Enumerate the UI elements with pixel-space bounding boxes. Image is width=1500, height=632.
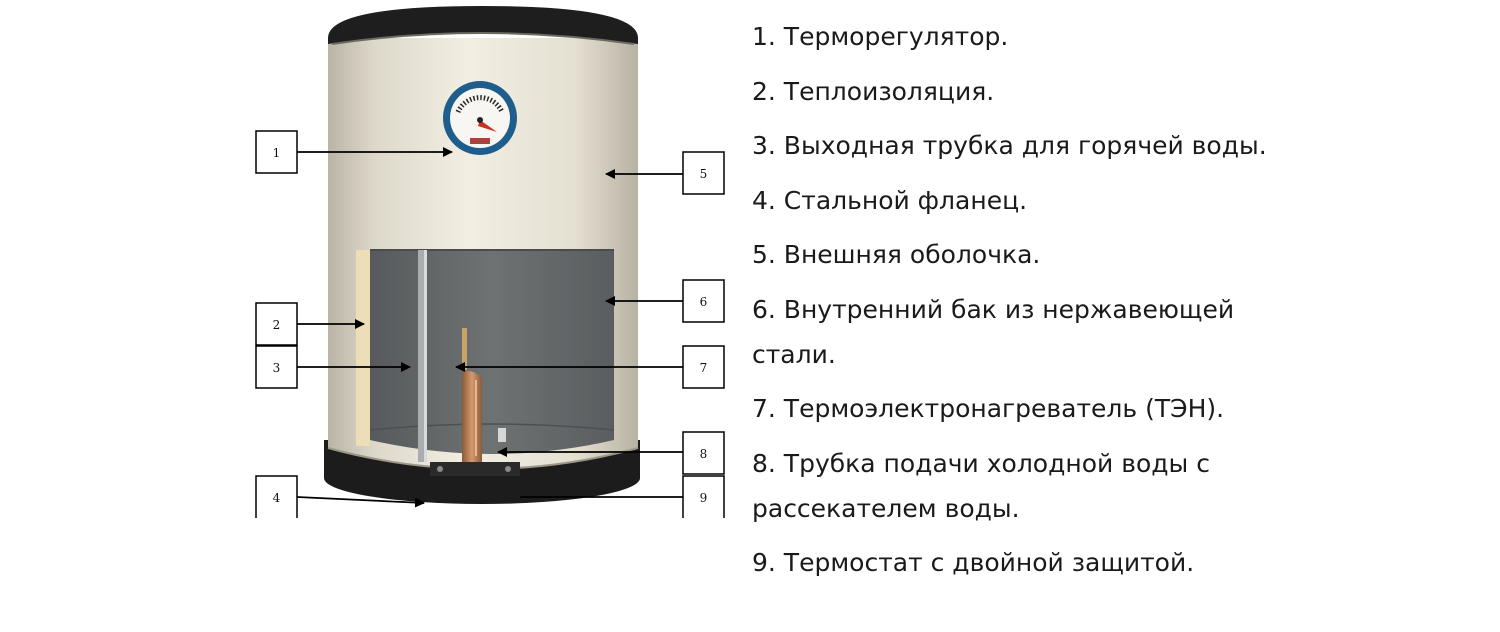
legend-item-5: 5. Внешняя оболочка. [752,240,1041,269]
svg-text:9: 9 [700,491,708,505]
hot-water-pipe [418,250,427,462]
top-rim [328,6,638,45]
inner-tank [369,249,615,454]
callout-box-4: 4 [255,475,298,518]
legend-item-4: 4. Стальной фланец. [752,185,1028,215]
svg-text:2: 2 [273,318,281,332]
svg-text:3: 3 [273,361,281,375]
legend-item-8: 8. Трубка подачи холодной воды с рассека… [752,448,1210,523]
legend-item-3: 3. Выходная трубка для горячей воды. [752,131,1267,160]
heating-element-icon [462,328,506,467]
legend-item-1: 1. Терморегулятор. [752,22,1009,51]
svg-text:4: 4 [273,491,281,505]
svg-text:1: 1 [273,146,281,160]
legend-item-9: 9. Термостат с двойной защитой. [752,548,1195,577]
legend-list: 1. Терморегулятор. 2. Теплоизоляция. 3. … [752,14,1272,595]
callout-box-2: 2 [255,302,298,346]
legend-item-7: 7. Термоэлектронагреватель (ТЭН). [752,394,1225,423]
svg-text:6: 6 [700,295,708,309]
callout-box-9: 9 [682,475,725,518]
svg-text:8: 8 [700,447,708,461]
svg-text:5: 5 [700,167,708,181]
callout-box-7: 7 [682,345,725,389]
callout-box-3: 3 [255,345,298,389]
callout-box-6: 6 [682,279,725,323]
callout-lines [296,147,683,508]
svg-text:7: 7 [700,361,708,375]
callout-box-5: 5 [682,151,725,195]
thermoregulator-dial-icon [443,81,517,155]
callout-box-8: 8 [682,431,725,475]
legend-item-6: 6. Внутренний бак из нержавеющей стали. [752,294,1235,369]
legend-item-2: 2. Теплоизоляция. [752,76,995,106]
callout-box-1: 1 [255,130,298,174]
steel-flange [430,462,520,476]
insulation-layer [356,250,370,446]
water-heater-diagram: 1 5 6 2 3 7 8 4 [255,6,725,518]
